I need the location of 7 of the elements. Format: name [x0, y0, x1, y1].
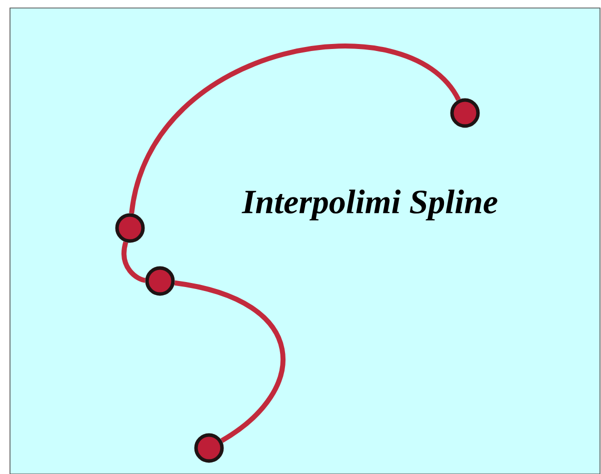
control-point [115, 213, 145, 243]
control-point [450, 98, 480, 128]
control-point [145, 266, 175, 296]
title: Interpolimi Spline [242, 190, 498, 220]
control-point [194, 433, 224, 463]
spline-curve [174, 280, 286, 443]
spline-curve [129, 44, 461, 214]
